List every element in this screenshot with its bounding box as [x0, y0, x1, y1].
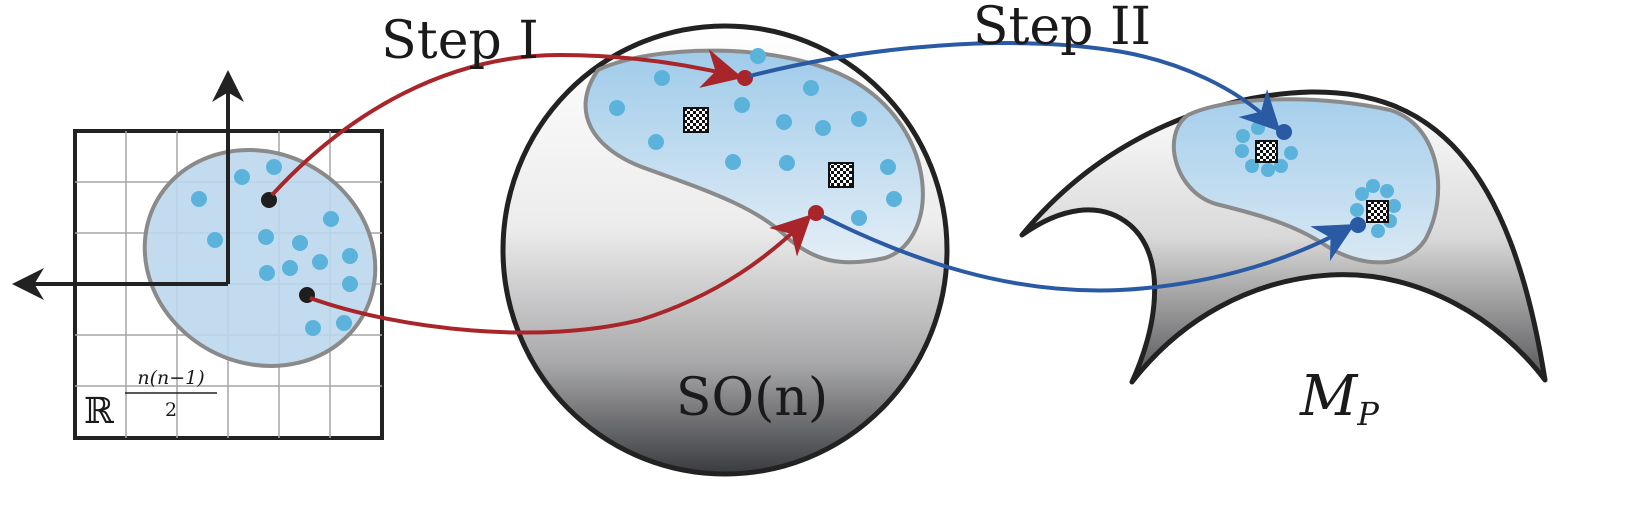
- checker-matrix-icon: [828, 162, 854, 188]
- space-exponent-numerator: n(n−1): [137, 367, 204, 389]
- source-point-1: [261, 192, 277, 208]
- so-n-sphere: SO(n): [500, 23, 950, 477]
- sample-dots-sphere: [609, 48, 902, 226]
- space-label: ℝ n(n−1) 2: [84, 367, 217, 432]
- manifold-label: MP: [1299, 364, 1379, 433]
- space-exponent-denominator: 2: [165, 399, 177, 421]
- space-symbol: ℝ: [84, 391, 115, 432]
- step2-arrow-lower: [821, 214, 1355, 293]
- mapping-arrows: [270, 41, 1355, 335]
- sample-dots-left: [191, 159, 358, 336]
- step1-arrow-upper: [270, 48, 743, 197]
- step1-label: Step I: [381, 11, 539, 71]
- checker-matrix-icon: [1255, 140, 1278, 163]
- euclidean-space-panel: ℝ n(n−1) 2: [12, 70, 384, 440]
- region-blob-sphere: [583, 48, 925, 265]
- projected-point-1: [1276, 124, 1292, 140]
- step2-arrow-upper: [749, 41, 1281, 132]
- projected-point-2: [1350, 217, 1366, 233]
- checker-matrix-icon: [1366, 200, 1389, 223]
- checker-matrix-icon: [683, 107, 709, 133]
- mapped-point-1: [737, 70, 753, 86]
- manifold-m-p: MP: [1019, 89, 1548, 433]
- step2-label: Step II: [973, 0, 1151, 57]
- sample-dots-manifold: [1235, 121, 1401, 238]
- mapped-point-2: [808, 205, 824, 221]
- step1-arrow-lower: [309, 214, 812, 335]
- sphere-label: SO(n): [676, 368, 828, 428]
